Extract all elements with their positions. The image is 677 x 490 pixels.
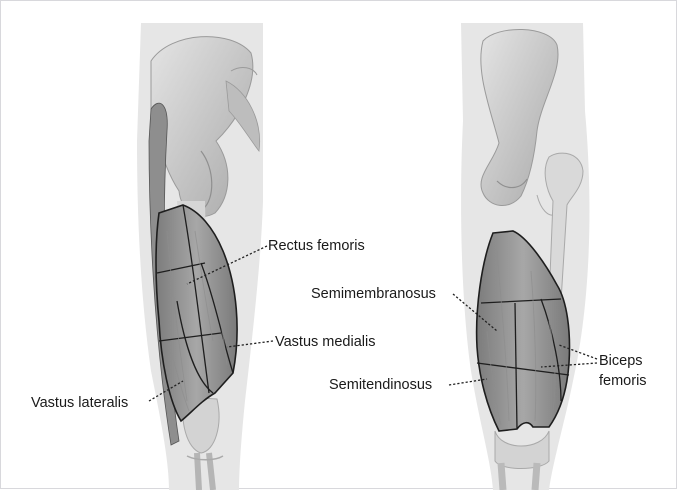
label-vastus-lateralis: Vastus lateralis xyxy=(31,395,128,411)
label-rectus-femoris: Rectus femoris xyxy=(268,238,365,254)
label-biceps-line1: Biceps xyxy=(599,353,643,369)
label-biceps-line2: femoris xyxy=(599,373,647,389)
label-semitendinosus: Semitendinosus xyxy=(329,377,432,393)
label-vastus-medialis: Vastus medialis xyxy=(275,334,375,350)
posterior-leg xyxy=(461,23,589,490)
anterior-leg xyxy=(137,23,263,490)
label-semimembranosus: Semimembranosus xyxy=(311,286,436,302)
